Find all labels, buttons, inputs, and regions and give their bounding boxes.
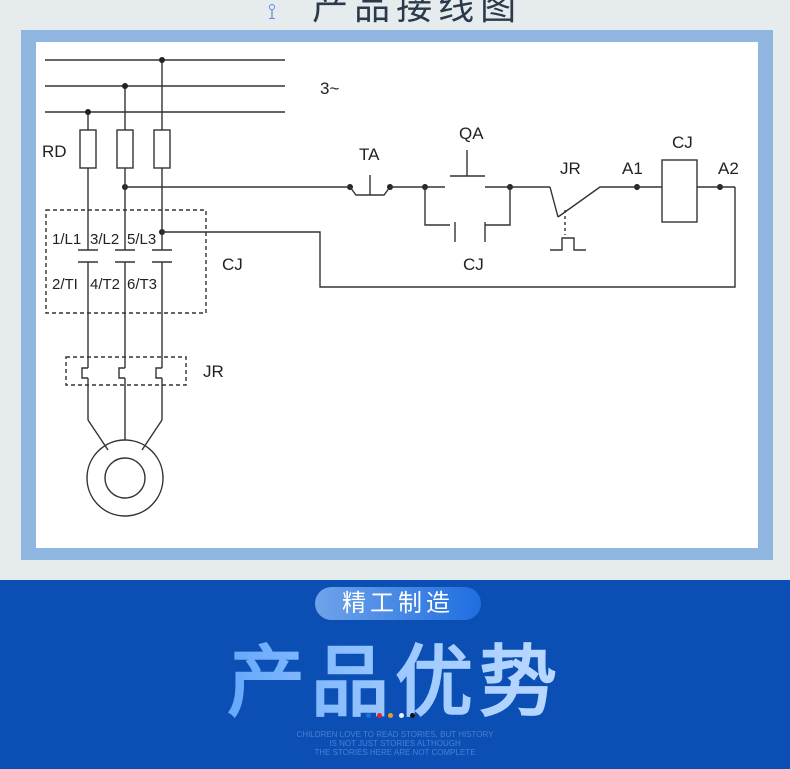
ta-label: TA bbox=[359, 145, 380, 164]
terminal-l2: 3/L2 bbox=[90, 231, 119, 248]
dot bbox=[377, 713, 382, 718]
terminal-l3: 5/L3 bbox=[127, 231, 156, 248]
control-circuit bbox=[125, 150, 736, 288]
supply-label: 3~ bbox=[320, 79, 339, 98]
motor-icon bbox=[86, 439, 164, 517]
color-dots bbox=[366, 713, 415, 718]
person-icon: ⟟ bbox=[267, 0, 283, 25]
fuse-label: RD bbox=[42, 142, 67, 161]
wiring-diagram: 3~ RD TA QA JR A1 CJ A2 CJ CJ JR 1/L1 3/… bbox=[36, 42, 758, 548]
aux-contact-label: CJ bbox=[463, 255, 484, 274]
dot bbox=[410, 713, 415, 718]
title-text: 产品接线图 bbox=[312, 0, 523, 28]
terminal-l1: 1/L1 bbox=[52, 231, 81, 248]
contactor-label: CJ bbox=[222, 255, 243, 274]
slogan-line: CHILDREN LOVE TO READ STORIES, BUT HISTO… bbox=[296, 730, 494, 739]
slogan-line: IS NOT JUST STORIES ALTHOUGH bbox=[329, 739, 461, 748]
qa-label: QA bbox=[459, 124, 484, 143]
section-title: ⟟ 产品接线图 bbox=[0, 0, 790, 30]
product-advantage-banner: 精工制造 产品优势 CHILDREN LOVE TO READ STORIES,… bbox=[0, 580, 790, 769]
slogan-line: THE STORIES HERE ARE NOT COMPLETE bbox=[314, 748, 476, 757]
coil-label: CJ bbox=[672, 133, 693, 152]
terminal-t1: 2/TI bbox=[52, 276, 78, 293]
wiring-diagram-frame: 3~ RD TA QA JR A1 CJ A2 CJ CJ JR 1/L1 3/… bbox=[21, 30, 773, 560]
a2-label: A2 bbox=[718, 159, 739, 178]
slogan: CHILDREN LOVE TO READ STORIES, BUT HISTO… bbox=[0, 730, 790, 757]
dot bbox=[388, 713, 393, 718]
terminal-t3: 6/T3 bbox=[127, 276, 157, 293]
jr-control-label: JR bbox=[560, 159, 581, 178]
dot bbox=[366, 713, 371, 718]
dot bbox=[399, 713, 404, 718]
craft-pill: 精工制造 bbox=[315, 587, 481, 620]
a1-label: A1 bbox=[622, 159, 643, 178]
terminal-t2: 4/T2 bbox=[90, 276, 120, 293]
thermal-relay-label: JR bbox=[203, 362, 224, 381]
